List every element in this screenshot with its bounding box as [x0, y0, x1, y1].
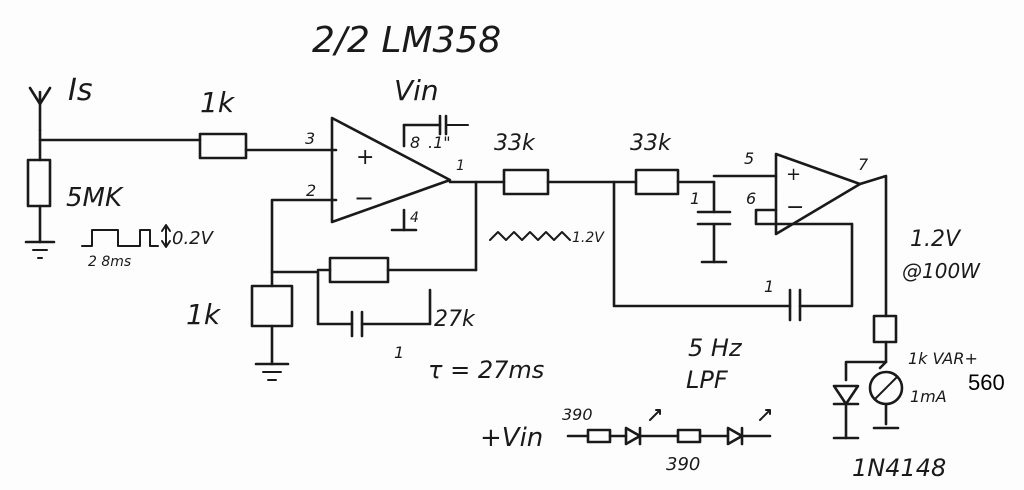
- led-resistor-1-label: 390: [562, 405, 593, 424]
- pin3-label: 3: [305, 129, 315, 148]
- pin2-label: 2: [306, 181, 316, 200]
- vin-cap-label: .1": [428, 133, 451, 152]
- diode-label: 1N4148: [852, 454, 946, 482]
- lpf-freq-label: 5 Hz: [688, 334, 743, 362]
- pin6-label: 6: [746, 189, 756, 208]
- opamp-1-plus: +: [356, 145, 374, 170]
- input-resistor: [198, 132, 248, 160]
- pulse-amplitude-label: 0.2V: [172, 228, 215, 249]
- input-resistor-label: 1k: [200, 86, 236, 119]
- wire-opamp2-out: [858, 174, 888, 318]
- lpf-resistor-1-label: 33k: [494, 131, 536, 156]
- lpf-feedback-capacitor: [788, 288, 802, 322]
- meter-resistor: [872, 314, 898, 344]
- feedback-capacitor: [350, 310, 364, 338]
- output-rate-label: @100W: [902, 259, 981, 283]
- wire-lpf-feedback: [612, 180, 792, 308]
- source-resistor: [26, 158, 52, 208]
- gain-resistor-label: 1k: [186, 298, 222, 331]
- led-2-icon: [726, 426, 744, 446]
- ground-icon: [254, 362, 290, 381]
- opamp-2-minus: −: [786, 195, 804, 220]
- feedback-resistor-label: 27k: [434, 307, 476, 332]
- gain-resistor: [250, 284, 294, 328]
- led-resistor-2: [676, 428, 702, 444]
- lpf-capacitor: [696, 210, 732, 226]
- wire-fb-left: [270, 270, 354, 326]
- pin4-label: 4: [410, 210, 419, 226]
- pulse-waveform-icon: [81, 229, 159, 247]
- ramp-waveform-icon: [489, 231, 571, 241]
- pulse-timing-label: 2 8ms: [88, 254, 131, 270]
- vin-plus-label: +Vin: [480, 423, 543, 453]
- wire-pin6-feedback: [754, 208, 854, 226]
- ground-icon: [24, 240, 56, 259]
- led-resistor-2-label: 390: [666, 454, 700, 475]
- tau-label: τ = 27ms: [428, 356, 544, 384]
- opamp-1-minus: −: [354, 184, 374, 212]
- is-label: Is: [68, 73, 92, 108]
- vin-label: Vin: [394, 74, 439, 107]
- pin5-label: 5: [744, 149, 754, 168]
- opamp-2: [774, 152, 862, 236]
- pin1-label: 1: [456, 158, 465, 174]
- lpf-resistor-2: [634, 168, 680, 196]
- feedback-resistor: [328, 256, 390, 284]
- pin7-label: 7: [858, 155, 869, 174]
- input-antenna-icon: [28, 86, 52, 132]
- wire-pin2: [270, 198, 338, 288]
- output-voltage-label: 1.2V: [910, 227, 962, 252]
- diode-icon: [832, 384, 860, 406]
- led-1-icon: [624, 426, 642, 446]
- lpf-resistor-1: [502, 168, 550, 196]
- lpf-resistor-2-label: 33k: [630, 131, 672, 156]
- title: 2/2 LM358: [312, 20, 501, 61]
- source-resistor-label: 5MK: [66, 183, 124, 213]
- meter-label-2: 1mA: [910, 387, 947, 406]
- opamp-1: [330, 116, 452, 224]
- lpf-feedback-capacitor-label: 1: [764, 277, 774, 296]
- opamp-2-plus: +: [786, 164, 801, 185]
- led-resistor-1: [586, 428, 612, 444]
- meter-resistor-value: 560: [968, 370, 1005, 395]
- pulse-amplitude-arrow-icon: [161, 224, 171, 248]
- lpf-capacitor-label: 1: [690, 189, 700, 208]
- ramp-label: 1.2V: [572, 230, 605, 246]
- lpf-type-label: LPF: [686, 366, 729, 394]
- meter-label-1: 1k VAR+: [908, 349, 978, 368]
- feedback-capacitor-label: 1: [394, 343, 404, 362]
- pin8-label: 8: [410, 133, 420, 152]
